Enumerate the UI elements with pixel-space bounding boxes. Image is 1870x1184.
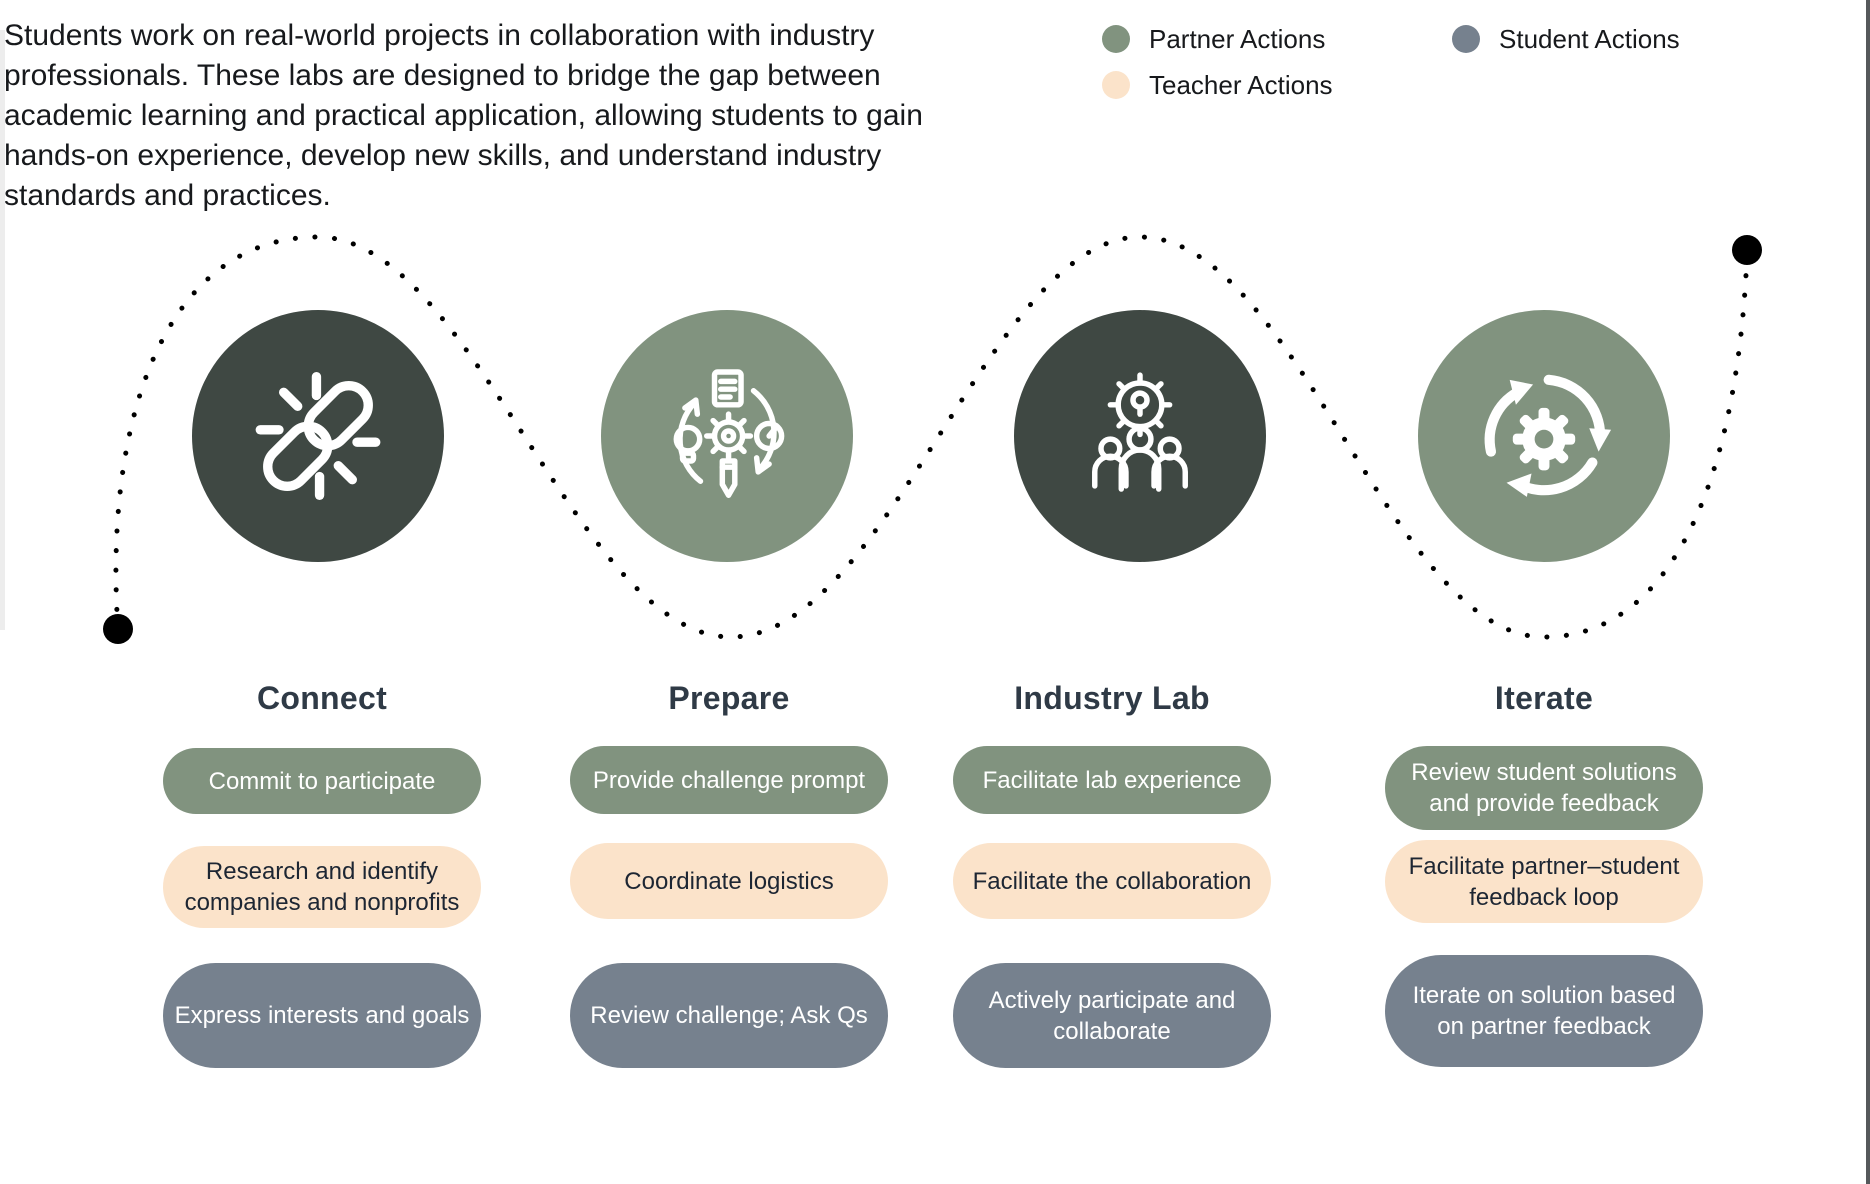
legend-item-teacher: Teacher Actions [1102,62,1452,108]
stage-title-connect: Connect [256,680,388,716]
pill-label: Research and identify companies and nonp… [184,858,460,916]
stage-circle-industry-lab [1014,310,1266,562]
intro-paragraph: Students work on real-world projects in … [4,16,923,216]
stage-title-iterate: Iterate [1494,680,1594,716]
pill-iterate-teacher: Facilitate partner–student feedback loop [1385,840,1703,923]
legend: Partner Actions Student Actions Teacher … [1102,16,1812,108]
pill-label: Iterate on solution based on partner fee… [1412,982,1676,1040]
stage-title-prepare: Prepare [668,680,790,716]
pill-prepare-student: Review challenge; Ask Qs [570,963,888,1068]
pill-label: Provide challenge prompt [592,766,866,794]
pill-label: Facilitate partner–student feedback loop [1408,852,1680,911]
stage-circle-iterate [1418,310,1670,562]
left-edge-strip [0,30,5,630]
pill-label: Coordinate logistics [624,867,834,895]
legend-label: Partner Actions [1149,23,1326,54]
broken-chain-icon [255,372,381,500]
pill-label: Actively participate and collaborate [988,986,1236,1045]
intro-line: hands-on experience, develop new skills,… [4,139,882,172]
pill-connect-student: Express interests and goals [163,963,481,1068]
pill-prepare-partner: Provide challenge prompt [570,746,888,814]
flow-end-dot [1732,235,1762,265]
pill-connect-teacher: Research and identify companies and nonp… [163,846,481,928]
intro-line: Students work on real-world projects in … [4,19,875,52]
pill-label: Review student solutions and provide fee… [1411,759,1677,817]
stage-circle-connect [192,310,444,562]
flow-start-dot [103,614,133,644]
pill-iterate-student: Iterate on solution based on partner fee… [1385,955,1703,1067]
legend-item-partner: Partner Actions [1102,16,1452,62]
pill-label: Review challenge; Ask Qs [590,1002,868,1029]
legend-label: Teacher Actions [1149,69,1333,100]
stage-title-industry-lab: Industry Lab [1014,680,1210,716]
teacher-dot-icon [1102,71,1130,99]
intro-line: standards and practices. [4,179,331,212]
pill-industry-lab-partner: Facilitate lab experience [953,746,1271,814]
pill-iterate-partner: Review student solutions and provide fee… [1385,746,1703,830]
pill-label: Commit to participate [208,767,436,795]
planning-cycle-icon [673,369,785,499]
pill-label: Facilitate the collaboration [972,867,1252,895]
pill-industry-lab-student: Actively participate and collaborate [953,963,1271,1068]
pill-connect-partner: Commit to participate [163,748,481,814]
pill-label: Facilitate lab experience [982,766,1242,794]
pill-label: Express interests and goals [174,1002,470,1029]
legend-item-student: Student Actions [1452,16,1812,62]
legend-label: Student Actions [1499,23,1680,54]
pill-prepare-teacher: Coordinate logistics [570,843,888,919]
intro-line: professionals. These labs are designed t… [4,59,881,92]
student-dot-icon [1452,25,1480,53]
pill-industry-lab-teacher: Facilitate the collaboration [953,843,1271,919]
iterate-gear-icon [1484,374,1612,497]
window-right-border [1866,0,1870,1184]
team-gear-icon [1092,372,1188,492]
partner-dot-icon [1102,25,1130,53]
intro-line: academic learning and practical applicat… [4,99,923,132]
stage-circle-prepare [601,310,853,562]
